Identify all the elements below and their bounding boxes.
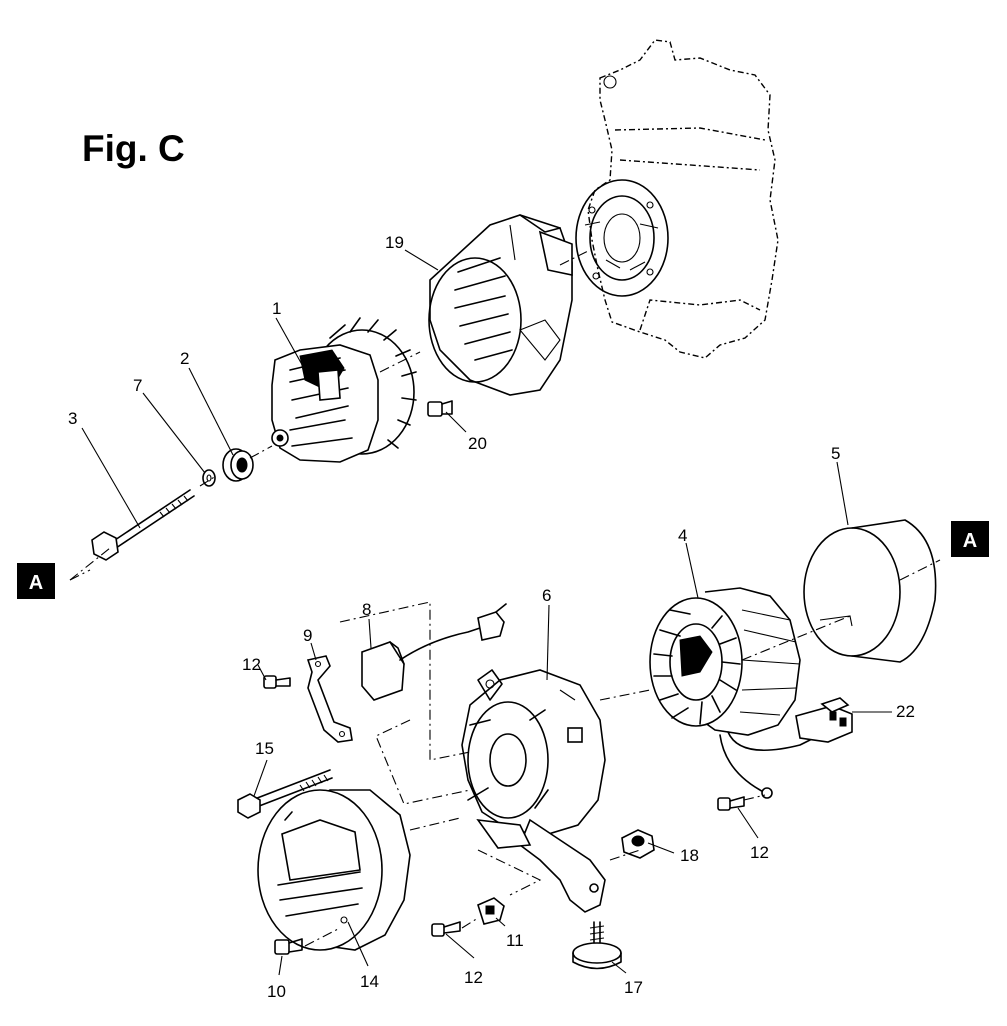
- part-14-end-cover: [257, 789, 411, 951]
- part-18-nut: [621, 829, 655, 859]
- part-11-clip: [477, 897, 505, 925]
- part-12-screw-upper: [263, 675, 291, 689]
- part-3-through-bolt: [91, 489, 195, 561]
- leader-lines: [81, 249, 849, 976]
- part-label-20: 20: [468, 434, 487, 453]
- figure-title: Fig. C: [82, 128, 185, 169]
- part-20-bolt: [427, 400, 453, 417]
- part-label-10: 10: [267, 982, 286, 1001]
- part-label-15: 15: [255, 739, 274, 758]
- reference-marker-a-right-text: A: [963, 530, 977, 552]
- part-label-8: 8: [362, 600, 371, 619]
- part-label-17: 17: [624, 978, 643, 997]
- part-4-stator: [649, 587, 821, 799]
- part-label-4: 4: [678, 526, 687, 545]
- engine-flange: [575, 179, 669, 297]
- part-9-bracket: [306, 655, 353, 743]
- reference-marker-a-right: A: [951, 521, 989, 557]
- part-label-11: 11: [506, 931, 524, 950]
- part-label-5: 5: [831, 444, 840, 463]
- part-2-bearing: [222, 448, 254, 482]
- part-12-screw-lower: [431, 921, 461, 937]
- part-5-band-cover: [803, 519, 937, 663]
- reference-marker-a-left-text: A: [29, 572, 43, 594]
- part-label-12-lower: 12: [464, 968, 483, 987]
- part-label-18: 18: [680, 846, 699, 865]
- part-6-end-bracket: [461, 669, 606, 913]
- part-10-bolt: [274, 938, 303, 955]
- part-label-2: 2: [180, 349, 189, 368]
- part-label-14: 14: [360, 972, 379, 991]
- part-label-22: 22: [896, 702, 915, 721]
- part-label-3: 3: [68, 409, 77, 428]
- part-12-screw-right: [717, 796, 745, 811]
- part-17-rubber-foot: [572, 921, 622, 970]
- part-22-connector: [795, 697, 892, 743]
- part-1-rotor: [271, 317, 417, 463]
- part-label-1: 1: [272, 299, 281, 318]
- part-label-19: 19: [385, 233, 404, 252]
- part-label-7: 7: [133, 376, 142, 395]
- part-label-9: 9: [303, 626, 312, 645]
- part-8-brush-holder: [361, 603, 507, 701]
- reference-marker-a-left: A: [17, 563, 55, 599]
- part-label-12-upper: 12: [242, 655, 261, 674]
- part-19-fan-housing: [428, 214, 573, 396]
- engine-block-outline: [587, 39, 779, 359]
- part-label-6: 6: [542, 586, 551, 605]
- part-label-12-right: 12: [750, 843, 769, 862]
- part-15-long-bolt: [237, 769, 333, 819]
